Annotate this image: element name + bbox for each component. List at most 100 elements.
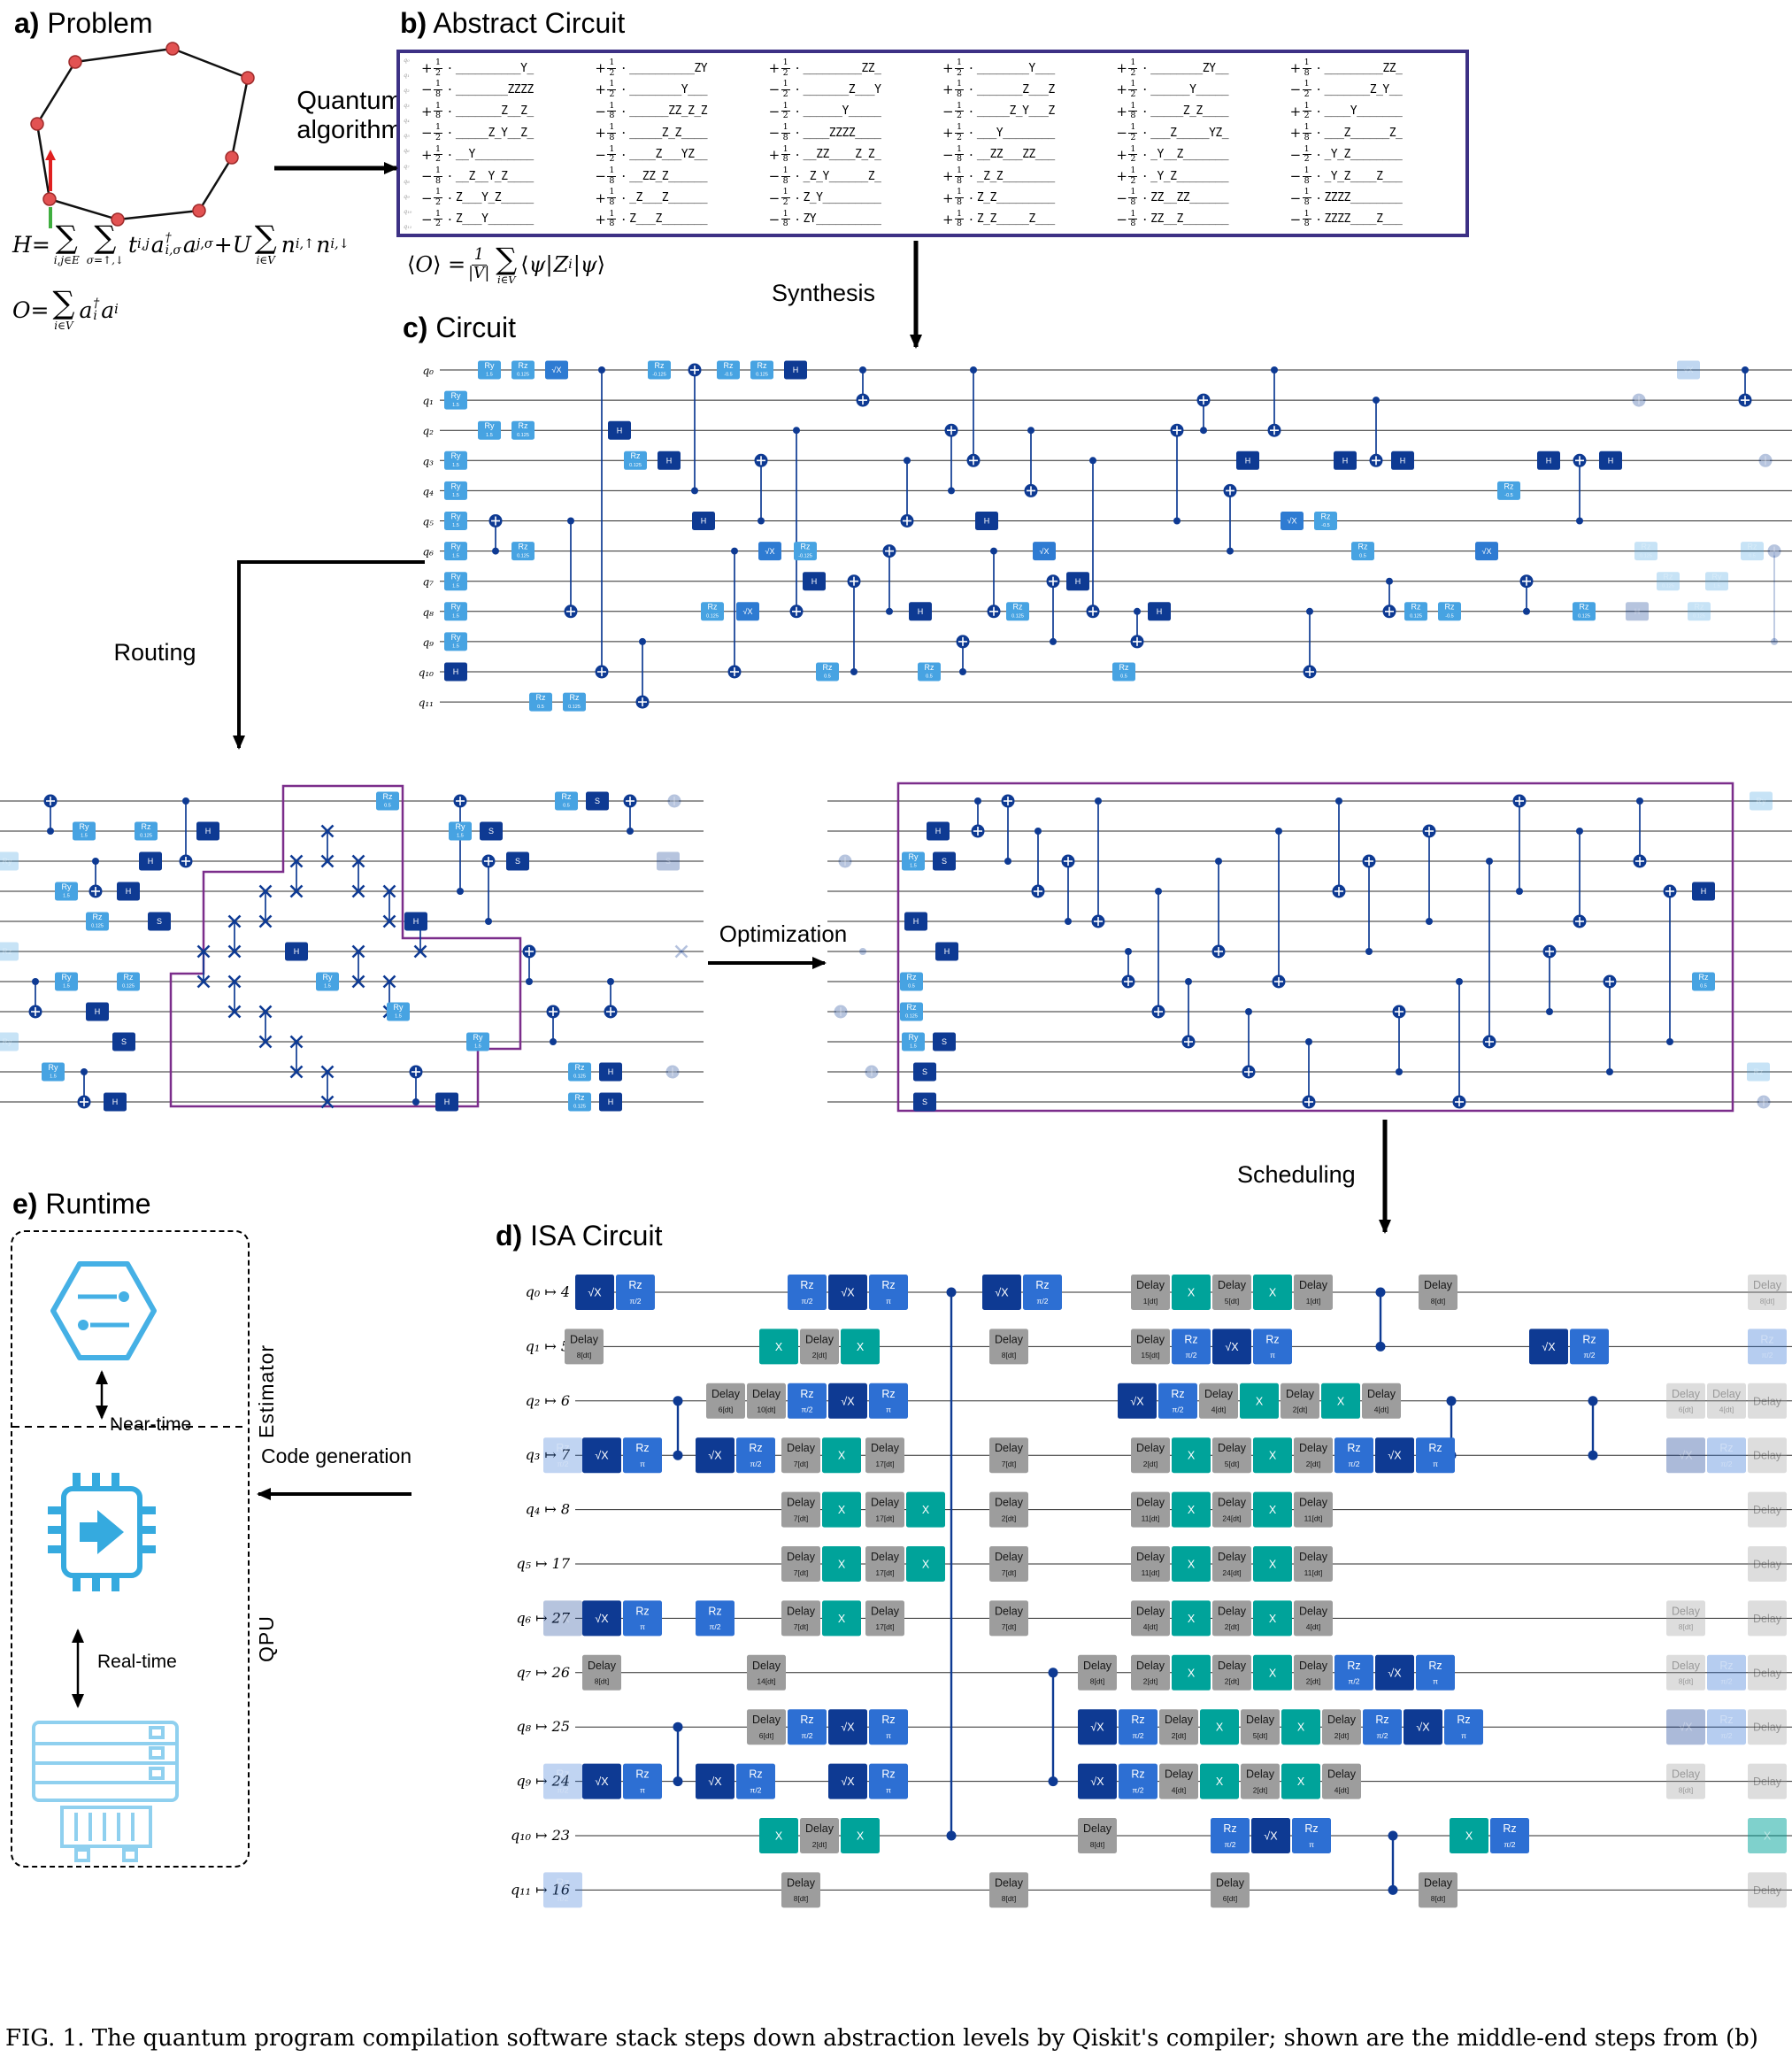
- svg-text:Rz: Rz: [1171, 1388, 1184, 1400]
- svg-text:Ry: Ry: [451, 451, 461, 460]
- near-time-label: Near-time: [104, 1414, 197, 1436]
- svg-text:17[dt]: 17[dt]: [875, 1514, 894, 1522]
- svg-text:q₆ ↦ 27: q₆ ↦ 27: [516, 1609, 570, 1626]
- svg-text:Delay: Delay: [1424, 1876, 1453, 1889]
- svg-text:0.125: 0.125: [573, 1105, 586, 1110]
- svg-text:Delay: Delay: [995, 1551, 1024, 1563]
- svg-text:0.125: 0.125: [140, 834, 152, 839]
- svg-text:2[dt]: 2[dt]: [1253, 1785, 1268, 1794]
- svg-text:Delay: Delay: [1753, 1884, 1782, 1897]
- svg-text:Delay: Delay: [1753, 1775, 1782, 1788]
- svg-text:Rz: Rz: [1304, 1822, 1318, 1835]
- svg-text:q₁ ↦ 5: q₁ ↦ 5: [526, 1337, 570, 1354]
- svg-text:Ry: Ry: [1712, 573, 1722, 582]
- svg-text:Rz: Rz: [907, 973, 917, 982]
- svg-text:π/2: π/2: [1721, 1677, 1733, 1686]
- svg-text:H: H: [617, 426, 623, 435]
- svg-text:π/2: π/2: [710, 1622, 721, 1631]
- svg-text:Delay: Delay: [1136, 1442, 1165, 1454]
- svg-text:Rz: Rz: [749, 1442, 762, 1454]
- svg-text:Delay: Delay: [1216, 1876, 1245, 1889]
- panel-b-tag: b): [400, 7, 427, 39]
- svg-text:π: π: [640, 1622, 645, 1631]
- svg-text:S: S: [121, 1037, 127, 1046]
- svg-text:2[dt]: 2[dt]: [812, 1840, 827, 1849]
- svg-text:Delay: Delay: [711, 1388, 741, 1400]
- svg-text:Delay: Delay: [1299, 1551, 1328, 1563]
- svg-text:Delay: Delay: [1286, 1388, 1315, 1400]
- svg-text:X: X: [775, 1830, 783, 1843]
- svg-text:√X: √X: [588, 1287, 602, 1299]
- svg-text:1.5: 1.5: [452, 614, 459, 620]
- svg-text:Delay: Delay: [1165, 1714, 1194, 1726]
- svg-text:5[dt]: 5[dt]: [1225, 1460, 1240, 1468]
- svg-text:π/2: π/2: [750, 1460, 762, 1468]
- svg-text:Ry: Ry: [451, 391, 461, 400]
- svg-text:0.5: 0.5: [908, 984, 915, 990]
- svg-text:Delay: Delay: [871, 1497, 900, 1509]
- svg-text:q₃ ↦ 7: q₃ ↦ 7: [526, 1446, 571, 1463]
- svg-text:Rz: Rz: [758, 361, 767, 370]
- svg-text:Rz: Rz: [1375, 1714, 1388, 1726]
- svg-text:Delay: Delay: [1753, 1279, 1782, 1291]
- svg-text:Delay: Delay: [871, 1551, 900, 1563]
- svg-text:q₄ ↦ 8: q₄ ↦ 8: [526, 1501, 570, 1518]
- svg-text:17[dt]: 17[dt]: [875, 1568, 894, 1577]
- panel-d-title: ISA Circuit: [530, 1220, 663, 1252]
- svg-text:Delay: Delay: [787, 1497, 816, 1509]
- svg-text:2[dt]: 2[dt]: [1225, 1677, 1240, 1686]
- figure-caption: FIG. 1. The quantum program compilation …: [5, 2025, 1758, 2052]
- svg-text:4[dt]: 4[dt]: [1306, 1622, 1321, 1631]
- svg-text:Delay: Delay: [1424, 1279, 1453, 1291]
- svg-text:11[dt]: 11[dt]: [1142, 1514, 1160, 1522]
- svg-text:X: X: [857, 1341, 865, 1353]
- svg-text:H: H: [453, 667, 459, 676]
- svg-text:2[dt]: 2[dt]: [1143, 1677, 1158, 1686]
- svg-text:0.125: 0.125: [756, 373, 768, 378]
- svg-text:0.5: 0.5: [384, 804, 391, 809]
- svg-text:H: H: [608, 1067, 614, 1076]
- svg-text:Rz: Rz: [800, 1279, 813, 1291]
- svg-text:1.5: 1.5: [452, 403, 459, 408]
- svg-text:Rz: Rz: [124, 973, 134, 982]
- svg-text:q₂: q₂: [423, 425, 435, 437]
- svg-text:q₄: q₄: [423, 485, 435, 497]
- svg-text:Rz: Rz: [1347, 1442, 1360, 1454]
- svg-text:π: π: [886, 1731, 891, 1740]
- routed-circuit-canvas: RyRzRyRy1.5Rz0.125HHRy1.5HRz0.125SRy1.5R…: [0, 784, 704, 1112]
- svg-text:8[dt]: 8[dt]: [1431, 1894, 1446, 1903]
- svg-text:0.125: 0.125: [905, 1014, 918, 1020]
- svg-text:π/2: π/2: [802, 1731, 813, 1740]
- svg-text:Rz: Rz: [1748, 543, 1757, 551]
- svg-text:√X: √X: [743, 607, 753, 616]
- svg-text:√X: √X: [1264, 1830, 1278, 1843]
- svg-text:1.5: 1.5: [63, 894, 70, 899]
- svg-text:0.125: 0.125: [517, 433, 529, 438]
- svg-text:X: X: [1269, 1559, 1277, 1571]
- panel-b-heading: b) Abstract Circuit: [400, 7, 625, 40]
- svg-text:Delay: Delay: [1753, 1504, 1782, 1516]
- svg-text:0.125: 0.125: [629, 463, 642, 468]
- svg-text:Ry: Ry: [909, 1033, 919, 1042]
- svg-text:H: H: [913, 917, 919, 926]
- svg-text:Delay: Delay: [1672, 1605, 1701, 1617]
- svg-text:π/2: π/2: [1721, 1731, 1733, 1740]
- svg-text:√X: √X: [995, 1287, 1009, 1299]
- svg-text:π: π: [1270, 1351, 1275, 1360]
- svg-text:Rz: Rz: [1347, 1660, 1360, 1672]
- svg-text:X: X: [775, 1341, 783, 1353]
- svg-text:Delay: Delay: [1136, 1551, 1165, 1563]
